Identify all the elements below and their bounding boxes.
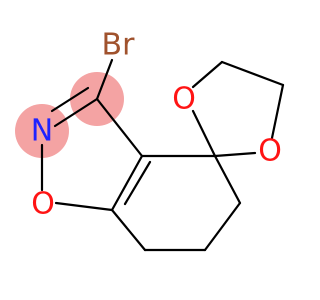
bond-c3-n-b	[50, 86, 90, 113]
bond-c4-o1	[191, 109, 217, 158]
label-layer: Br N O O O	[31, 28, 282, 222]
bond-c4-c5	[213, 154, 242, 205]
bond-c3a-c3	[95, 97, 144, 158]
atom-bromine: Br	[102, 28, 136, 63]
highlight-nitrogen	[15, 104, 69, 158]
bond-c3-br	[95, 58, 114, 101]
atom-dioxolane-oxygen-2: O	[258, 134, 282, 169]
bond-c4-o2	[213, 151, 257, 158]
bond-ch2-o2	[270, 83, 285, 140]
bond-c3-n-a	[53, 97, 99, 128]
bond-o1-ch2	[191, 60, 224, 89]
bond-o-c7a	[54, 201, 114, 212]
atom-ring-oxygen: O	[31, 187, 55, 222]
bond-ch2-ch2	[220, 60, 285, 87]
atom-dioxolane-oxygen-1: O	[172, 82, 196, 117]
bond-c7-c7a	[110, 208, 147, 252]
bond-c7a-c3a-a	[110, 154, 144, 212]
bond-c7a-c3a-b	[123, 160, 152, 206]
molecule-structure: Br N O O O	[15, 28, 285, 252]
atom-nitrogen: N	[31, 114, 53, 149]
bond-c5-c6	[203, 201, 242, 252]
bond-layer	[40, 58, 285, 252]
